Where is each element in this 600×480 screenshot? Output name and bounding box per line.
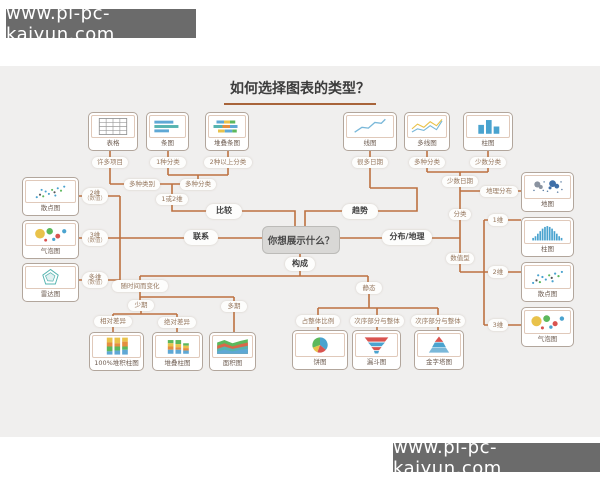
stacked-col-node: 堆叠柱图 — [152, 332, 203, 371]
histogram-node: 柱图 — [521, 217, 574, 257]
bars-h-stacked-icon — [208, 115, 246, 138]
watermark-bar-top: www.pi-pc-kaiyun.com — [6, 3, 196, 45]
chart-type-label: 散点图 — [537, 290, 558, 298]
bubbles-node: 气泡图 — [22, 220, 79, 259]
chart-type-label: 多线图 — [417, 139, 437, 147]
radar-node: 雷达图 — [22, 263, 79, 302]
stacked-100-icon — [92, 335, 141, 358]
chart-type-label: 柱图 — [541, 245, 554, 253]
bubbles-icon — [25, 223, 76, 246]
chart-type-label: 柱图 — [481, 139, 495, 147]
condition-pill: 地理分布 — [480, 186, 518, 197]
chart-type-label: 堆叠条图 — [214, 139, 240, 147]
condition-pill: 随时间而变化 — [112, 280, 168, 292]
condition-pill: 相对差异 — [94, 316, 132, 327]
condition-pill: 许多项目 — [92, 157, 128, 168]
radar-icon — [25, 266, 76, 289]
scatter-icon — [25, 180, 76, 203]
condition-pill: 很多日期 — [352, 157, 388, 168]
condition-pill: 数值型 — [446, 253, 474, 264]
chart-type-label: 表格 — [106, 139, 120, 147]
central-question-node: 你想展示什么？ — [262, 226, 340, 254]
table-node: 表格 — [88, 112, 138, 151]
stacked-col-icon — [155, 335, 200, 358]
condition-pill: 2种以上分类 — [204, 157, 252, 168]
funnel-node: 漏斗图 — [352, 330, 401, 370]
line-icon — [346, 115, 394, 138]
branch-distribution-geo: 分布/地理 — [382, 230, 432, 245]
line-node: 线图 — [343, 112, 397, 151]
chart-type-label: 面积图 — [222, 359, 243, 367]
branch-relationship: 联系 — [184, 230, 218, 245]
funnel-icon — [355, 333, 398, 357]
condition-pill: 次序部分与整体 — [411, 315, 465, 327]
branch-trend: 趋势 — [342, 204, 378, 219]
pyramid-icon — [417, 333, 461, 357]
bars-h-stacked-node: 堆叠条图 — [205, 112, 249, 151]
chart-type-label: 条图 — [161, 139, 174, 147]
pie-icon — [295, 333, 345, 357]
bars-h-node: 条图 — [146, 112, 189, 151]
condition-pill: 3维 — [488, 319, 508, 331]
chart-type-label: 线图 — [363, 139, 377, 147]
table-icon — [91, 115, 135, 138]
chart-type-label: 金字塔图 — [426, 358, 452, 366]
condition-pill: 占整体比例 — [296, 315, 340, 327]
condition-pill: 次序部分与整体 — [350, 315, 404, 327]
columns-icon — [466, 115, 510, 138]
scatter-node: 散点图 — [22, 177, 79, 216]
condition-pill: 绝对差异 — [158, 317, 196, 328]
central-question-label: 你想展示什么？ — [267, 236, 335, 247]
chart-type-label: 散点图 — [40, 204, 61, 212]
chart-type-label: 饼图 — [313, 358, 327, 366]
chart-type-label: 漏斗图 — [366, 358, 387, 366]
chart-type-label: 堆叠柱图 — [164, 359, 191, 367]
pie-node: 饼图 — [292, 330, 348, 370]
condition-pill: 1种分类 — [150, 157, 186, 168]
watermark-text: www.pi-pc-kaiyun.com — [393, 436, 502, 479]
scatter-node: 散点图 — [521, 262, 574, 302]
page-title: 如何选择图表的类型？ — [0, 78, 600, 105]
pyramid-node: 金字塔图 — [414, 330, 464, 370]
condition-pill: 2维（数值） — [82, 188, 108, 204]
condition-pill: 2维 — [488, 266, 508, 278]
chart-type-label: 气泡图 — [40, 247, 61, 255]
branch-composition: 构成 — [285, 257, 315, 271]
bubbles-node: 气泡图 — [521, 307, 574, 347]
multi-line-icon — [407, 115, 447, 138]
condition-pill: 分类 — [449, 209, 471, 220]
multi-line-node: 多线图 — [404, 112, 450, 151]
scatter-icon — [524, 265, 571, 289]
condition-pill: 多种分类 — [180, 179, 216, 190]
bubbles-icon — [524, 310, 571, 334]
bars-h-icon — [149, 115, 186, 138]
area-icon — [212, 335, 253, 358]
condition-pill: 多种类别 — [124, 179, 160, 190]
branch-compare: 比较 — [206, 204, 242, 219]
chart-type-label: 地图 — [541, 200, 554, 208]
watermark-text: www.pi-pc-kaiyun.com — [6, 2, 115, 45]
histogram-icon — [524, 220, 571, 244]
watermark-bar-bottom: www.pi-pc-kaiyun.com — [393, 437, 600, 479]
map-icon — [524, 175, 571, 199]
condition-pill: 多期 — [221, 301, 247, 312]
condition-pill: 多维（数值） — [82, 272, 108, 288]
chart-type-label: 雷达图 — [40, 290, 61, 298]
condition-pill: 少期 — [128, 300, 154, 311]
condition-pill: 少数日期 — [442, 176, 478, 187]
condition-pill: 1或2维 — [156, 194, 188, 205]
chart-type-label: 气泡图 — [537, 335, 558, 343]
map-node: 地图 — [521, 172, 574, 212]
columns-node: 柱图 — [463, 112, 513, 151]
area-node: 面积图 — [209, 332, 256, 371]
condition-pill: 多种分类 — [409, 157, 445, 168]
condition-pill: 1维 — [488, 214, 508, 226]
chart-type-label: 100%堆积柱图 — [94, 359, 139, 367]
stacked-100-node: 100%堆积柱图 — [89, 332, 144, 371]
condition-pill: 静态 — [356, 282, 382, 294]
condition-pill: 少数分类 — [470, 157, 506, 168]
condition-pill: 3维（数值） — [82, 230, 108, 246]
